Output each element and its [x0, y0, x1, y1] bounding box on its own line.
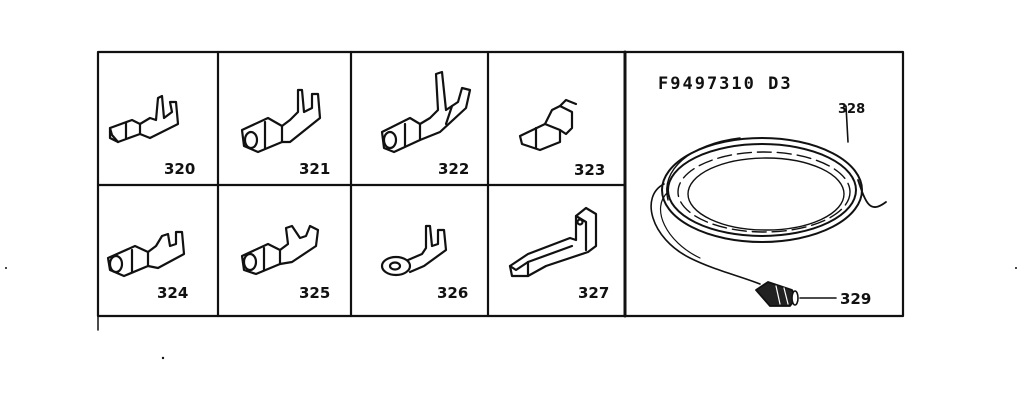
part-number-325: 325	[299, 284, 331, 302]
flag-spade-connector-icon	[508, 206, 598, 278]
part-number-327: 327	[578, 284, 610, 302]
clip-terminal-icon	[518, 98, 578, 152]
female-spade-terminal-small-icon	[106, 230, 186, 278]
part-number-326: 326	[437, 284, 469, 302]
part-number-324: 324	[157, 284, 189, 302]
part-number-322: 322	[438, 160, 470, 178]
part-number-328: 328	[838, 102, 866, 117]
insulation-sleeving-coil-icon	[650, 105, 887, 285]
part-number-329: 329	[840, 290, 872, 308]
ring-terminal-icon	[380, 224, 448, 277]
part-number-323: 323	[574, 161, 606, 179]
female-spade-terminal-icon	[240, 88, 322, 154]
part-number-321: 321	[299, 160, 331, 178]
flag-terminal-small-icon	[108, 94, 180, 144]
tapered-plug-icon	[755, 281, 837, 307]
part-number-320: 320	[164, 160, 196, 178]
female-spade-terminal-open-icon	[240, 224, 320, 276]
drawing-code: F9497310 D3	[658, 74, 793, 94]
female-spade-terminal-long-icon	[380, 70, 472, 154]
